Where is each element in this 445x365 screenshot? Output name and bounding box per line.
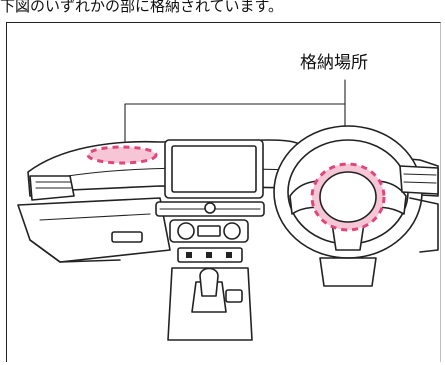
glovebox-handle — [111, 231, 143, 243]
airbag-hub — [319, 171, 377, 223]
steering-wheel — [273, 125, 423, 287]
gear-selector — [199, 267, 219, 297]
storage-marker-steering — [310, 162, 386, 232]
storage-marker-dashboard-fill — [88, 147, 156, 163]
passenger-dash-panel — [17, 197, 171, 263]
page-caption: 下図のいずれかの部に格納されています。 — [0, 0, 284, 14]
dash-trim-line — [39, 213, 151, 221]
left-dash — [17, 175, 171, 263]
right-dash — [399, 165, 439, 253]
center-console — [155, 201, 265, 341]
climate-knob-right — [223, 222, 241, 240]
storage-marker-dashboard — [86, 145, 158, 165]
right-vent — [399, 165, 439, 195]
figure-frame — [6, 22, 441, 362]
driver-side-panel — [409, 197, 439, 253]
display-screen — [171, 145, 257, 193]
climate-knob-left — [177, 222, 195, 240]
switch — [226, 252, 232, 258]
parking-switch — [225, 289, 243, 303]
leader-line-dashboard — [124, 103, 346, 144]
switch — [186, 252, 192, 258]
vent-slat — [403, 173, 437, 176]
lower-dash-edge — [29, 239, 121, 263]
switch — [206, 252, 212, 258]
climate-readout — [197, 225, 221, 237]
steering-column — [319, 257, 377, 287]
callout-label: 格納場所 — [300, 53, 368, 73]
hazard-button — [204, 202, 216, 214]
center-display — [164, 139, 264, 199]
vent-slat — [403, 181, 437, 184]
